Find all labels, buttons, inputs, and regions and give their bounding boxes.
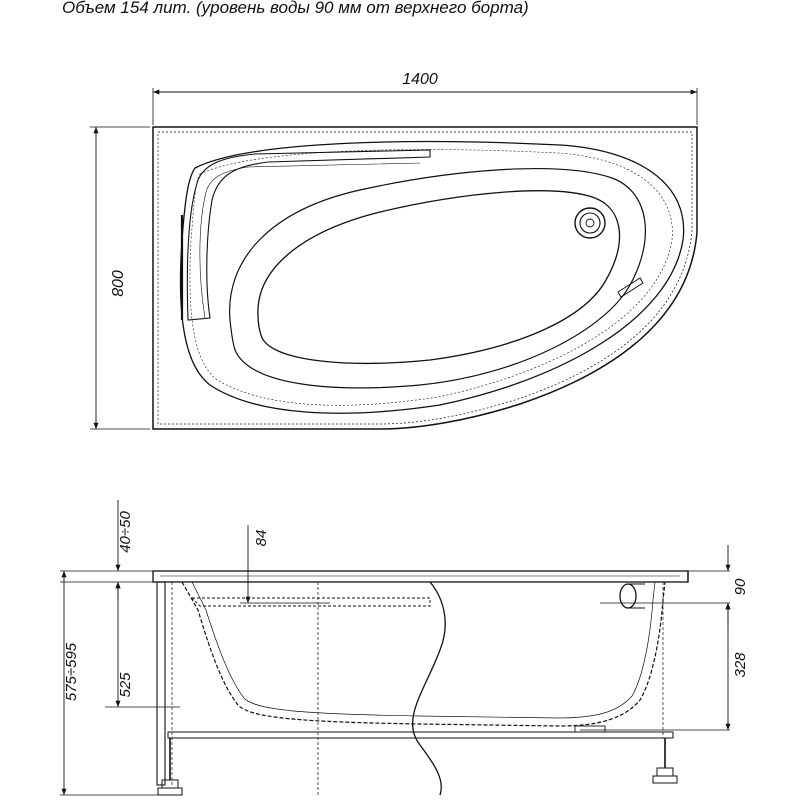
water-label: 90 — [732, 578, 749, 595]
inner-bowl-step — [229, 168, 647, 389]
front-panel-left — [156, 581, 166, 786]
bowl-bottom — [257, 190, 621, 364]
depth-328-label: 328 — [732, 652, 749, 678]
side-view: 40÷50 84 575÷595 525 90 328 — [60, 500, 749, 796]
seat-contour — [186, 149, 431, 321]
rim-label: 40÷50 — [117, 511, 134, 553]
bath-outer-contour — [152, 126, 698, 430]
curved-panel — [411, 581, 446, 796]
overflow-icon — [619, 583, 645, 609]
leg-right — [652, 738, 678, 784]
top-view: 1400 008 — [90, 71, 698, 430]
width-label: 1400 — [402, 71, 438, 88]
step-label: 84 — [253, 530, 270, 547]
bowl-profile — [181, 581, 666, 727]
depth-label: 008 — [108, 270, 125, 297]
volume-title: Объем 154 лит. (уровень воды 90 мм от ве… — [62, 0, 529, 17]
leg-left — [157, 738, 183, 796]
bath-rim — [152, 570, 689, 583]
inner-height-label: 525 — [117, 672, 134, 698]
drain-icon — [574, 207, 606, 239]
total-height-label: 575÷595 — [63, 642, 80, 701]
overflow-slot — [617, 277, 644, 298]
support-frame — [167, 731, 674, 739]
seat-shelf — [190, 597, 431, 607]
